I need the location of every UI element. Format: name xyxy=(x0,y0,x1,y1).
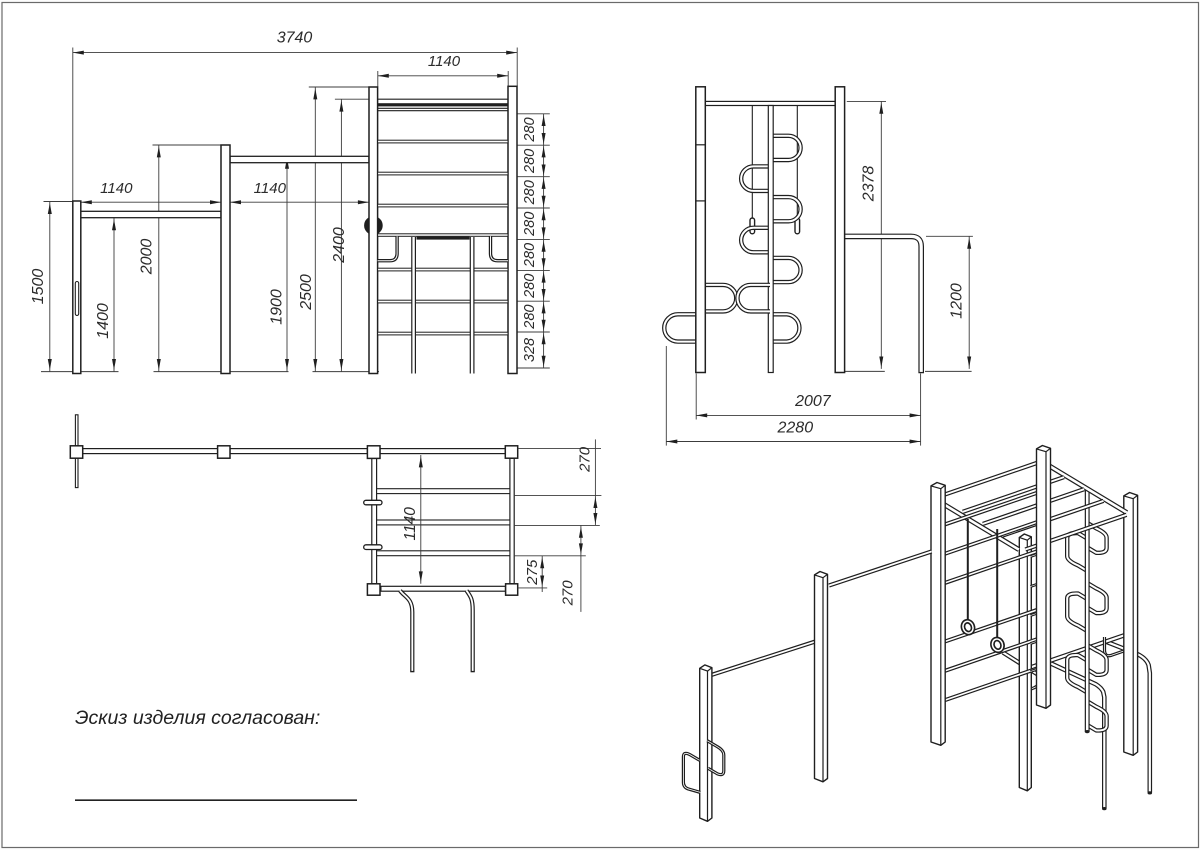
svg-text:280: 280 xyxy=(522,212,538,237)
svg-text:2500: 2500 xyxy=(298,274,315,311)
svg-text:1140: 1140 xyxy=(100,180,133,197)
svg-text:280: 280 xyxy=(522,304,538,329)
svg-text:270: 270 xyxy=(560,580,577,607)
svg-text:1140: 1140 xyxy=(402,507,419,541)
svg-text:1200: 1200 xyxy=(948,283,965,319)
svg-text:2378: 2378 xyxy=(861,166,878,203)
svg-text:2280: 2280 xyxy=(777,419,814,436)
svg-text:2400: 2400 xyxy=(331,227,348,264)
svg-text:1400: 1400 xyxy=(95,303,112,339)
svg-text:2007: 2007 xyxy=(794,393,832,410)
svg-text:280: 280 xyxy=(522,149,538,174)
svg-text:2000: 2000 xyxy=(139,239,156,276)
svg-text:1500: 1500 xyxy=(30,269,47,305)
svg-text:280: 280 xyxy=(522,243,538,268)
svg-text:280: 280 xyxy=(522,117,538,142)
svg-text:Эскиз изделия согласован:: Эскиз изделия согласован: xyxy=(75,707,320,729)
svg-text:280: 280 xyxy=(522,180,538,205)
svg-text:328: 328 xyxy=(522,338,538,362)
svg-text:270: 270 xyxy=(577,446,594,473)
svg-text:275: 275 xyxy=(524,559,541,586)
svg-text:1900: 1900 xyxy=(269,289,286,325)
svg-text:3740: 3740 xyxy=(277,29,313,46)
svg-text:1140: 1140 xyxy=(254,180,287,197)
svg-text:280: 280 xyxy=(522,274,538,299)
svg-text:1140: 1140 xyxy=(428,53,461,70)
